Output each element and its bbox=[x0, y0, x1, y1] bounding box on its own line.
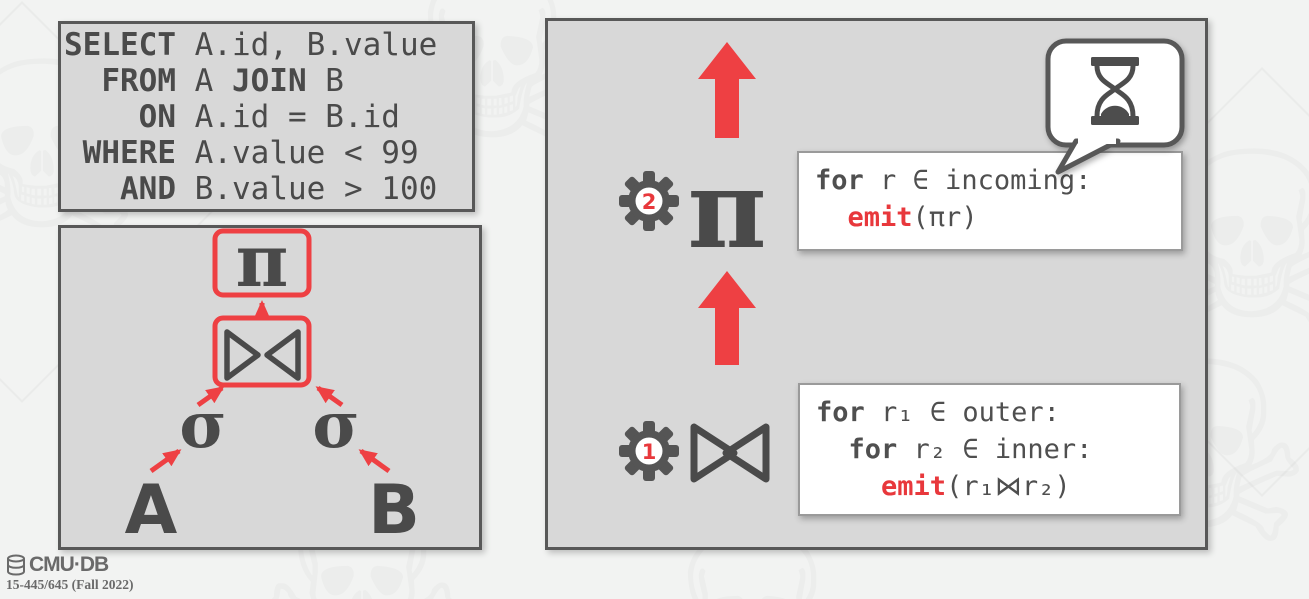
pipeline-panel: 2 π 1 bbox=[545, 18, 1208, 550]
sql-query-box: SELECT A.id, B.value FROM A JOIN B ON A.… bbox=[58, 21, 475, 212]
filter-operator-left: σ bbox=[179, 388, 226, 463]
course-label: 15-445/645 (Fall 2022) bbox=[6, 577, 134, 592]
pipeline-projection-operator: π bbox=[687, 147, 766, 273]
projection-operator: π bbox=[236, 228, 289, 303]
logo-text: CMU·DB bbox=[29, 553, 109, 576]
join-operator-icon bbox=[224, 329, 301, 381]
query-plan-tree: π σ σ A B bbox=[125, 228, 420, 547]
join-code-box: for r₁ ∈ outer: for r₂ ∈ inner: emit(r₁⋈… bbox=[798, 383, 1181, 516]
projection-code-box: for r ∈ incoming: emit(πr) bbox=[797, 151, 1183, 251]
dataflow-arrow-top bbox=[698, 42, 756, 138]
cmu-db-logo: CMU·DB bbox=[6, 553, 109, 577]
database-icon bbox=[7, 554, 25, 576]
join-highlight-box bbox=[212, 315, 312, 388]
projection-code-text: for r ∈ incoming: emit(πr) bbox=[815, 165, 1092, 233]
gear-icon: 1 bbox=[619, 421, 679, 481]
pipeline-join-operator-icon bbox=[690, 423, 770, 483]
sql-query-text: SELECT A.id, B.value FROM A JOIN B ON A.… bbox=[64, 27, 438, 207]
hourglass-icon bbox=[1091, 57, 1139, 125]
tree-arrow-table-a-to-filter bbox=[149, 448, 182, 474]
callout-tail-mask bbox=[1078, 134, 1116, 144]
table-a-label: A bbox=[125, 471, 178, 547]
stage-badge: 2 bbox=[642, 190, 657, 214]
stage-badge: 1 bbox=[642, 440, 657, 464]
join-code-text: for r₁ ∈ outer: for r₂ ∈ inner: emit(r₁⋈… bbox=[816, 397, 1093, 502]
wait-callout bbox=[1045, 38, 1185, 175]
filter-operator-right: σ bbox=[312, 388, 359, 463]
table-b-label: B bbox=[368, 471, 420, 547]
pipeline-graphics: 2 π 1 bbox=[619, 42, 770, 483]
query-plan-box: π σ σ A B bbox=[58, 225, 482, 550]
tree-arrow-filter-right-to-join bbox=[315, 385, 344, 408]
projection-highlight-box bbox=[212, 228, 312, 298]
gear-icon: 2 bbox=[619, 171, 679, 231]
tree-arrow-table-b-to-filter bbox=[358, 448, 391, 474]
dataflow-arrow-middle bbox=[698, 271, 756, 365]
callout-bubble bbox=[1045, 38, 1185, 148]
tree-arrow-filter-left-to-join bbox=[196, 385, 225, 408]
